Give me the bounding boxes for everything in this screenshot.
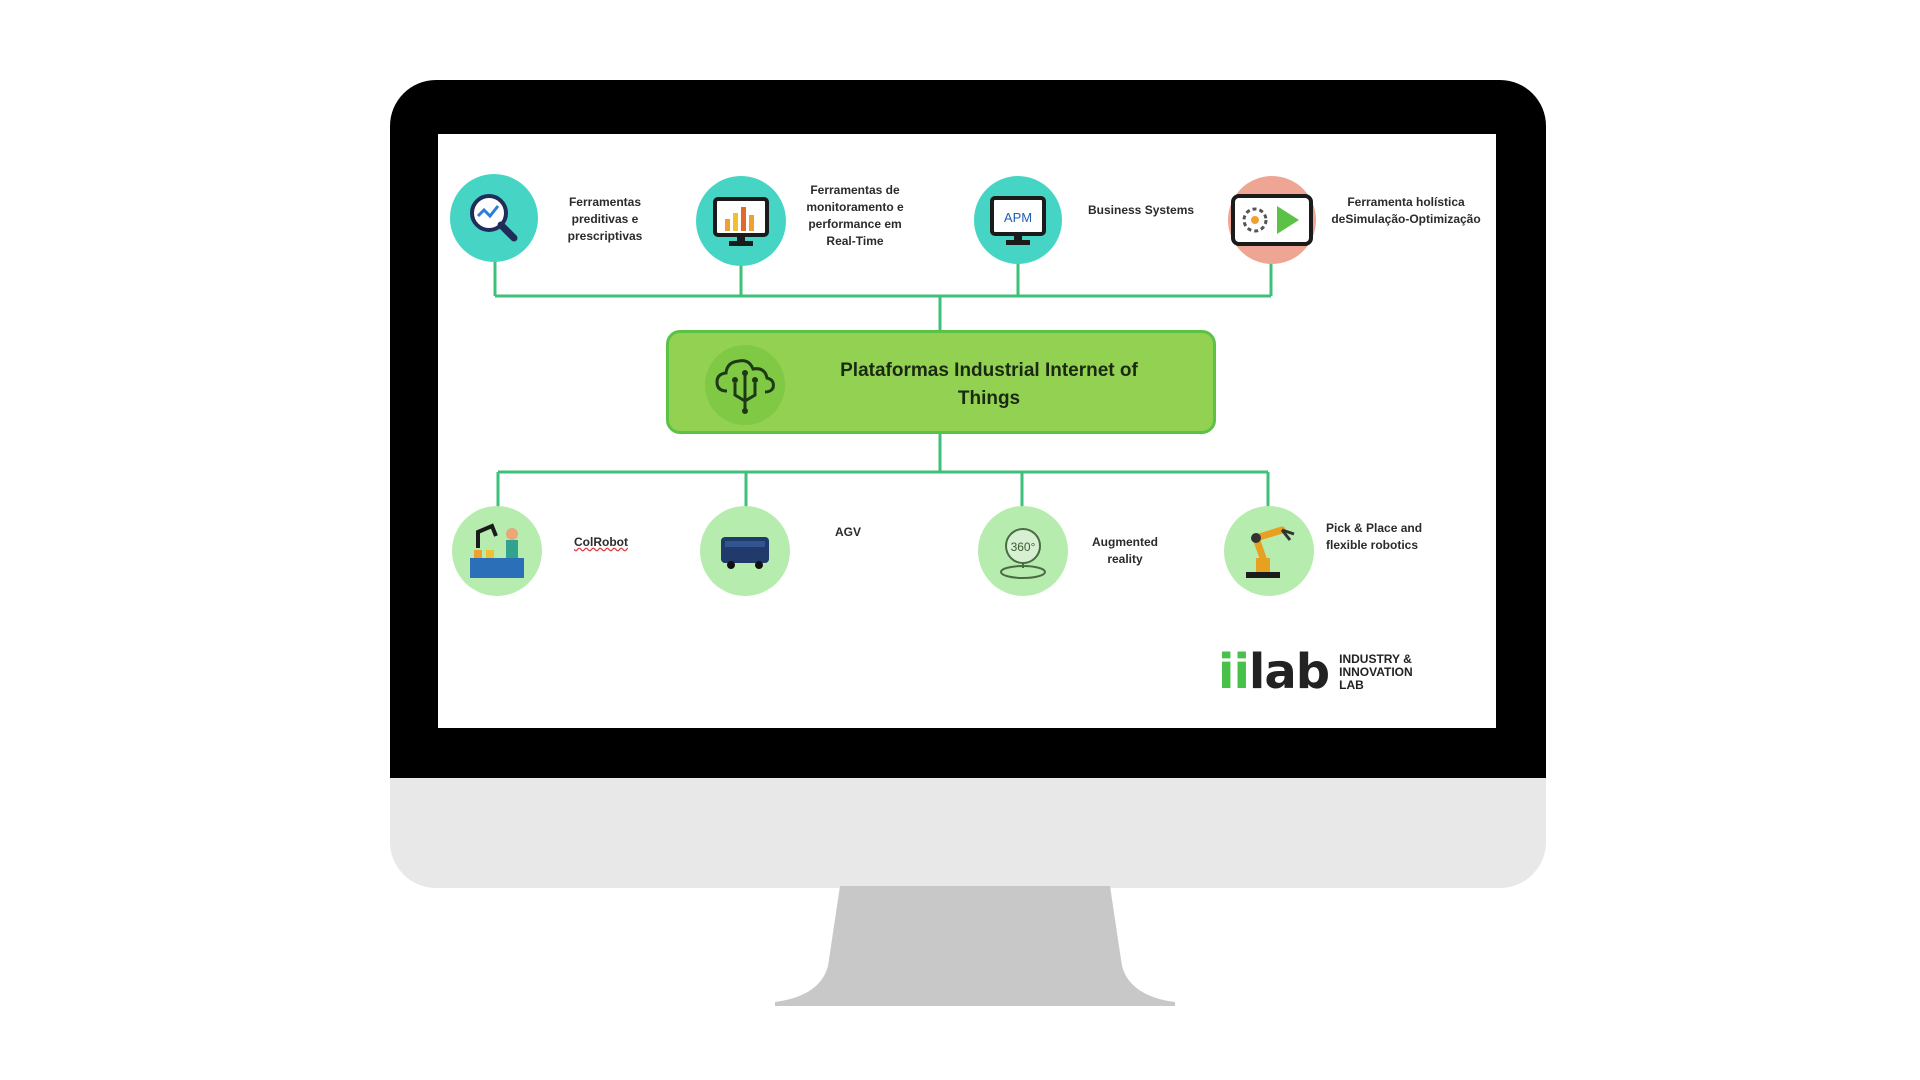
iiot-platform-box: Plataformas Industrial Internet of Thing… bbox=[666, 330, 1216, 434]
colrobot-label: ColRobot bbox=[574, 535, 628, 549]
monitor-chin bbox=[390, 778, 1546, 888]
monitoring-tools-node bbox=[696, 176, 786, 266]
monitor-bar-chart-icon bbox=[713, 197, 769, 246]
pick-place-node bbox=[1224, 506, 1314, 596]
monitoring-tools-label: Ferramentas de monitoramento e performan… bbox=[806, 183, 904, 248]
iilab-logo: iilab INDUSTRY & INNOVATION LAB bbox=[1218, 644, 1413, 700]
magnifier-chart-icon bbox=[470, 194, 518, 242]
iiot-platform-title: Plataformas Industrial Internet of Thing… bbox=[840, 360, 1138, 409]
agv-vehicle-icon bbox=[721, 537, 769, 569]
svg-text:APM: APM bbox=[1004, 210, 1032, 225]
agv-label: AGV bbox=[834, 525, 861, 539]
simulation-tool-label: Ferramenta holística deSimulação-Optimiz… bbox=[1331, 195, 1481, 226]
agv-node bbox=[700, 506, 790, 596]
logo-tagline: INDUSTRY & INNOVATION LAB bbox=[1339, 651, 1413, 692]
augmented-reality-node: 360° bbox=[978, 506, 1068, 596]
predictive-tools-label: Ferramentas preditivas e prescriptivas bbox=[567, 195, 643, 243]
pick-place-label: Pick & Place and flexible robotics bbox=[1326, 521, 1423, 552]
business-systems-label: Business Systems bbox=[1088, 203, 1195, 217]
colrobot-node bbox=[452, 506, 542, 596]
augmented-reality-label: Augmented reality bbox=[1092, 535, 1158, 566]
simulation-tool-node bbox=[1228, 176, 1316, 264]
monitor-stand bbox=[775, 886, 1175, 1006]
logo-wordmark: iilab bbox=[1218, 644, 1330, 700]
ar-360-icon: 360° bbox=[1000, 528, 1046, 579]
monitor-screen: Ferramentas preditivas e prescriptivas F… bbox=[438, 134, 1496, 728]
collaborative-robot-icon bbox=[470, 523, 524, 578]
robot-arm-icon bbox=[1246, 526, 1295, 578]
monitor-apm-icon: APM bbox=[990, 196, 1046, 245]
business-systems-node: APM bbox=[974, 176, 1062, 264]
svg-text:360°: 360° bbox=[1011, 540, 1036, 554]
predictive-tools-node bbox=[450, 174, 538, 262]
cloud-circuit-icon bbox=[705, 345, 785, 425]
simulation-play-icon bbox=[1231, 194, 1313, 246]
